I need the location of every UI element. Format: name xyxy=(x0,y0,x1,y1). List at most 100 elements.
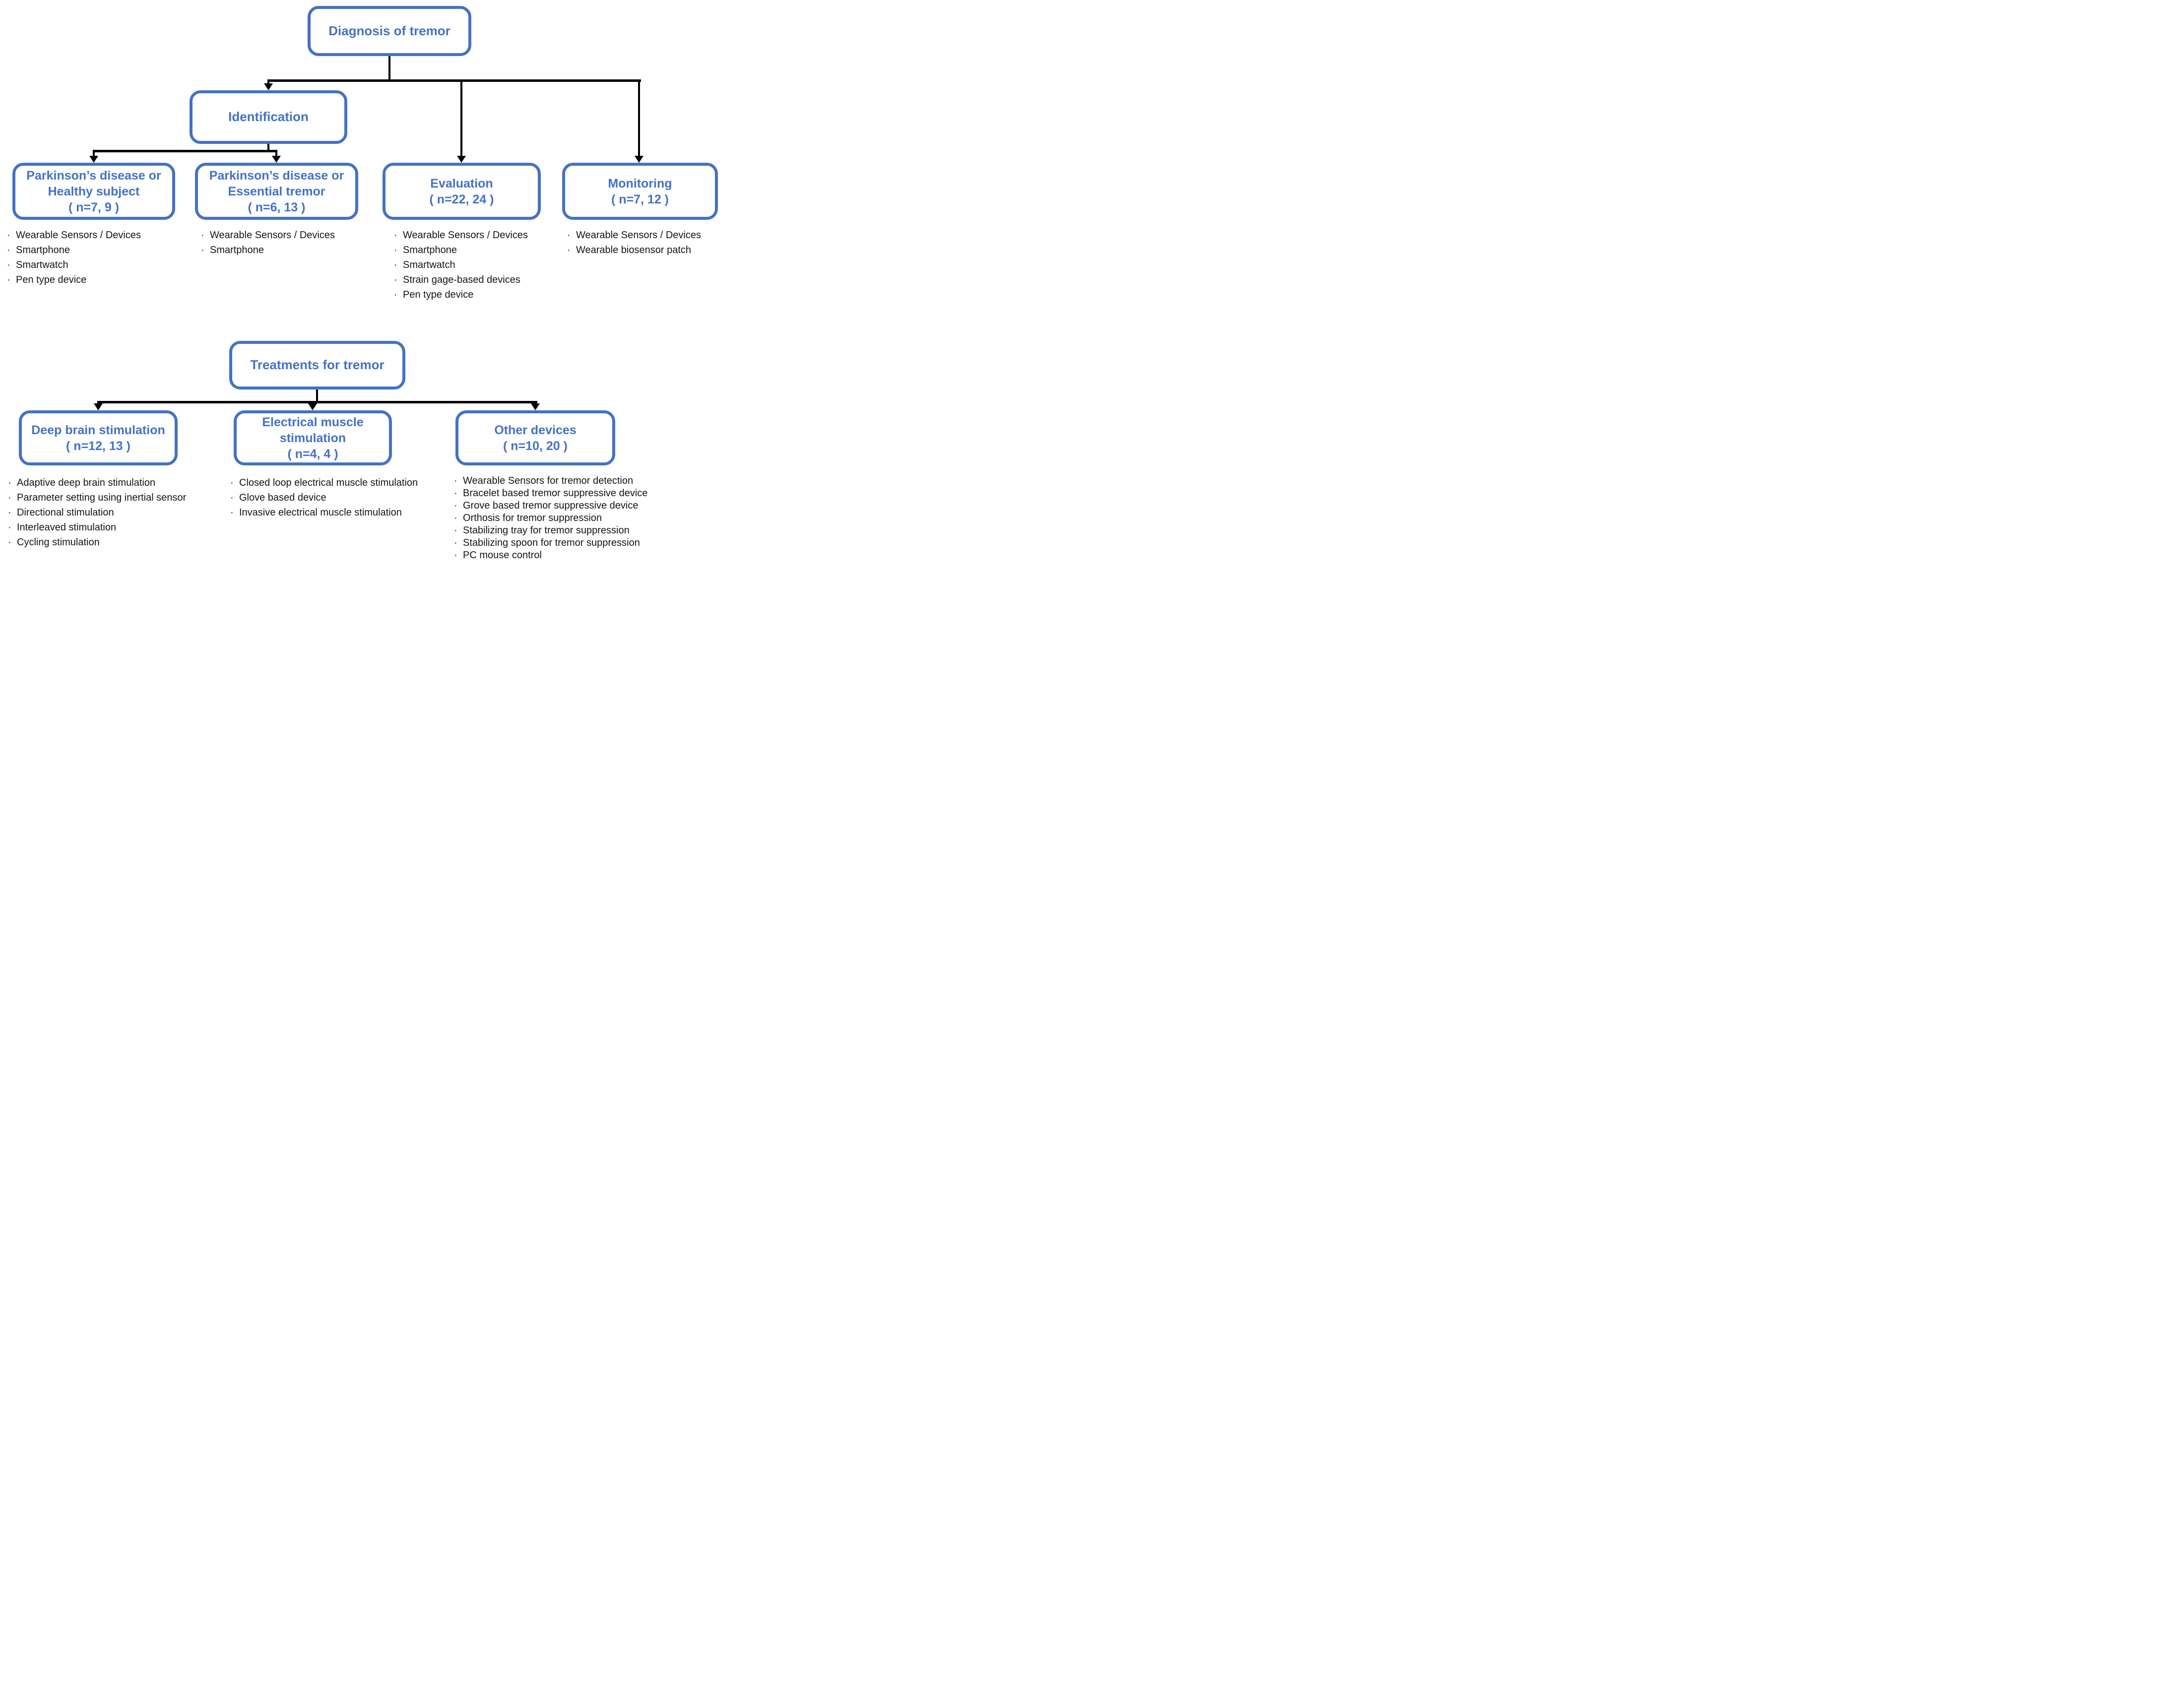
list-item-text: Glove based device xyxy=(239,492,326,503)
list-item-text: Parameter setting using inertial sensor xyxy=(17,492,187,503)
arrow-down-pd-essential-icon xyxy=(272,156,281,163)
list-item: · Parameter setting using inertial sensor xyxy=(8,492,186,503)
list-item: · Wearable biosensor patch xyxy=(567,245,701,256)
list-item-text: Smartphone xyxy=(403,245,457,256)
list-item: · Closed loop electrical muscle stimulati… xyxy=(230,477,418,488)
bullet-icon: · xyxy=(454,500,457,511)
list-item: · Grove based tremor suppressive device xyxy=(454,500,647,511)
list-item: · Stabilizing spoon for tremor suppressio… xyxy=(454,537,647,548)
bullet-icon: · xyxy=(454,475,457,486)
bullet-icon: · xyxy=(394,274,397,285)
list-item-text: Wearable Sensors / Devices xyxy=(576,230,701,241)
connector-drop-identification xyxy=(267,79,269,84)
bullet-icon: · xyxy=(454,537,457,548)
list-item-text: Grove based tremor suppressive device xyxy=(463,500,639,511)
bullet-icon: · xyxy=(230,507,234,518)
connector-treatments-bar xyxy=(97,401,537,403)
list-monitoring: ·Wearable Sensors / Devices · Wearable bi… xyxy=(567,230,701,260)
list-item-text: Directional stimulation xyxy=(17,507,114,518)
bullet-icon: · xyxy=(8,507,11,518)
list-item-text: Smartwatch xyxy=(16,260,68,270)
node-monitoring: Monitoring ( n=7, 12 ) xyxy=(562,163,718,220)
bullet-icon: · xyxy=(394,260,397,270)
list-item-text: Strain gage-based devices xyxy=(403,274,520,285)
node-ems-count: ( n=4, 4 ) xyxy=(287,447,338,461)
list-item-text: Stabilizing spoon for tremor suppression xyxy=(463,537,640,548)
bullet-icon: · xyxy=(454,550,457,561)
list-item: ·PC mouse control xyxy=(454,550,647,561)
list-item: · Directional stimulation xyxy=(8,507,186,518)
node-other: Other devices ( n=10, 20 ) xyxy=(455,410,615,465)
list-item: ·Stabilizing tray for tremor suppression xyxy=(454,525,647,536)
list-item: · Glove based device xyxy=(230,492,418,503)
bullet-icon: · xyxy=(454,513,457,523)
flowchart-canvas: Diagnosis of tremor Identification Parki… xyxy=(0,0,728,564)
list-item: · Pen type device xyxy=(394,289,528,300)
list-item: · Strain gage-based devices xyxy=(394,274,528,285)
node-dbs: Deep brain stimulation ( n=12, 13 ) xyxy=(19,410,178,465)
node-treatments-title: Treatments for tremor xyxy=(250,357,385,373)
list-item: ·Bracelet based tremor suppressive devic… xyxy=(454,488,647,499)
arrow-down-pd-healthy-icon xyxy=(89,156,98,163)
arrow-down-dbs-icon xyxy=(94,403,103,410)
bullet-icon: · xyxy=(8,522,11,533)
node-pd-essential-count: ( n=6, 13 ) xyxy=(248,200,306,214)
bullet-icon: · xyxy=(7,274,10,285)
list-ems: · Closed loop electrical muscle stimulati… xyxy=(230,477,418,522)
list-item: ·Invasive electrical muscle stimulation xyxy=(230,507,418,518)
node-dbs-count: ( n=12, 13 ) xyxy=(66,439,130,453)
list-item-text: Closed loop electrical muscle stimulatio… xyxy=(239,477,418,488)
list-item-text: Wearable Sensors for tremor detection xyxy=(463,475,634,486)
bullet-icon: · xyxy=(230,477,234,488)
bullet-icon: · xyxy=(8,477,11,488)
node-diagnosis-title: Diagnosis of tremor xyxy=(328,23,450,38)
list-item: ·Interleaved stimulation xyxy=(8,522,186,533)
node-other-count: ( n=10, 20 ) xyxy=(503,439,568,453)
arrow-down-other-icon xyxy=(531,403,540,410)
bullet-icon: · xyxy=(394,289,397,300)
bullet-icon: · xyxy=(567,245,571,256)
list-dbs: ·Adaptive deep brain stimulation ·Parame… xyxy=(8,477,186,552)
node-pd-essential-title: Parkinson’s disease or Essential tremor xyxy=(209,168,344,198)
node-pd-essential: Parkinson’s disease or Essential tremor … xyxy=(195,163,358,220)
bullet-icon: · xyxy=(8,492,11,503)
node-diagnosis: Diagnosis of tremor xyxy=(308,6,471,56)
list-item: ·Wearable Sensors / Devices xyxy=(567,230,701,241)
node-ems: Electrical muscle stimulation ( n=4, 4 ) xyxy=(234,410,392,465)
list-item-text: Wearable biosensor patch xyxy=(576,245,691,256)
list-item-text: Stabilizing tray for tremor suppression xyxy=(463,525,630,536)
node-other-title: Other devices xyxy=(494,423,577,437)
list-evaluation: ·Wearable Sensors / Devices ·Smartphone … xyxy=(394,230,528,304)
bullet-icon: · xyxy=(7,230,10,241)
list-item-text: Pen type device xyxy=(403,289,474,300)
list-item-text: Bracelet based tremor suppressive device xyxy=(463,488,648,499)
list-item-text: Orthosis for tremor suppression xyxy=(463,513,602,523)
list-item: ·Smartwatch xyxy=(7,260,141,270)
connector-drop-evaluation xyxy=(460,79,462,157)
connector-diagnosis-bar xyxy=(267,79,641,82)
arrow-down-identification-icon xyxy=(264,83,273,90)
list-item: ·Cycling stimulation xyxy=(8,537,186,548)
connector-identification-bar xyxy=(93,150,277,152)
node-monitoring-title: Monitoring xyxy=(608,176,672,191)
connector-drop-pd-healthy xyxy=(93,150,95,157)
bullet-icon: · xyxy=(201,245,204,256)
node-evaluation-count: ( n=22, 24 ) xyxy=(429,192,494,206)
list-item-text: Smartphone xyxy=(16,245,70,256)
list-pd-essential: ·Wearable Sensors / Devices ·Smartphone xyxy=(201,230,335,260)
connector-drop-ems xyxy=(312,401,314,405)
list-item: ·Smartphone xyxy=(201,245,335,256)
node-ems-title: Electrical muscle stimulation xyxy=(262,415,364,445)
list-item-text: Smartwatch xyxy=(403,260,455,270)
bullet-icon: · xyxy=(394,230,397,241)
bullet-icon: · xyxy=(230,492,234,503)
bullet-icon: · xyxy=(7,245,10,256)
list-item: · Wearable Sensors / Devices xyxy=(394,230,528,241)
list-item-text: Wearable Sensors / Devices xyxy=(403,230,528,241)
connector-drop-other xyxy=(534,401,536,405)
list-item: · Smartphone xyxy=(7,245,141,256)
list-item: ·Smartphone xyxy=(394,245,528,256)
node-monitoring-count: ( n=7, 12 ) xyxy=(611,192,669,206)
list-pd-healthy: ·Wearable Sensors / Devices ·Smartphone … xyxy=(7,230,141,289)
connector-treatments-stem xyxy=(316,390,318,402)
